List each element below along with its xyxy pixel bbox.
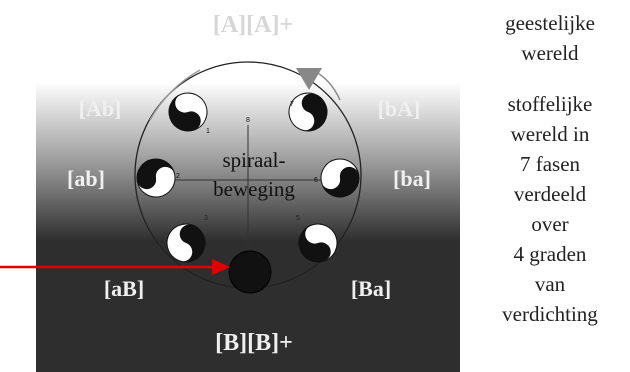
phase-number: 6: [314, 177, 318, 184]
phase-number: 3: [204, 215, 208, 222]
spiral-diagram: 1 2 3 5 6 7 8 spiraal- beweging [A][A]+ …: [0, 12, 460, 372]
material-world-caption: stoffelijke wereld in 7 fasen verdeeld o…: [470, 89, 630, 329]
label-lower-left: [aB]: [104, 276, 144, 301]
caption-line: geestelijke: [505, 11, 595, 35]
label-upper-right: [bA]: [378, 96, 421, 121]
caption-line: wereld: [521, 41, 579, 65]
caption-line: 7 fasen: [519, 152, 581, 176]
pointer-arrowhead: [212, 259, 230, 275]
entry-arrowhead: [296, 68, 322, 90]
spiritual-world-caption: geestelijke wereld: [470, 8, 630, 68]
caption-line: verdeeld: [513, 182, 587, 206]
phase-number: 8: [246, 117, 250, 124]
caption-line: over: [531, 212, 569, 236]
center-text-line-2: beweging: [213, 177, 295, 201]
entry-line-left: [149, 69, 201, 121]
phase-number: 2: [176, 173, 180, 180]
phase-symbol-bottom: [228, 250, 272, 294]
label-lower-right: [Ba]: [351, 276, 391, 301]
center-text-line-1: spiraal-: [223, 148, 286, 172]
caption-line: stoffelijke: [507, 92, 593, 116]
caption-line: 4 graden: [513, 242, 587, 266]
phase-number: 7: [290, 101, 294, 108]
label-bottom: [B][B]+: [215, 330, 293, 356]
caption-line: wereld in: [510, 122, 590, 146]
caption-line: van: [534, 272, 566, 296]
caption-line: verdichting: [502, 302, 598, 326]
label-upper-left: [Ab]: [79, 96, 122, 121]
label-mid-left: [ab]: [67, 166, 105, 191]
phase-number: 5: [296, 215, 300, 222]
phase-number: 1: [206, 128, 210, 135]
label-top: [A][A]+: [213, 12, 293, 38]
label-mid-right: [ba]: [393, 166, 431, 191]
